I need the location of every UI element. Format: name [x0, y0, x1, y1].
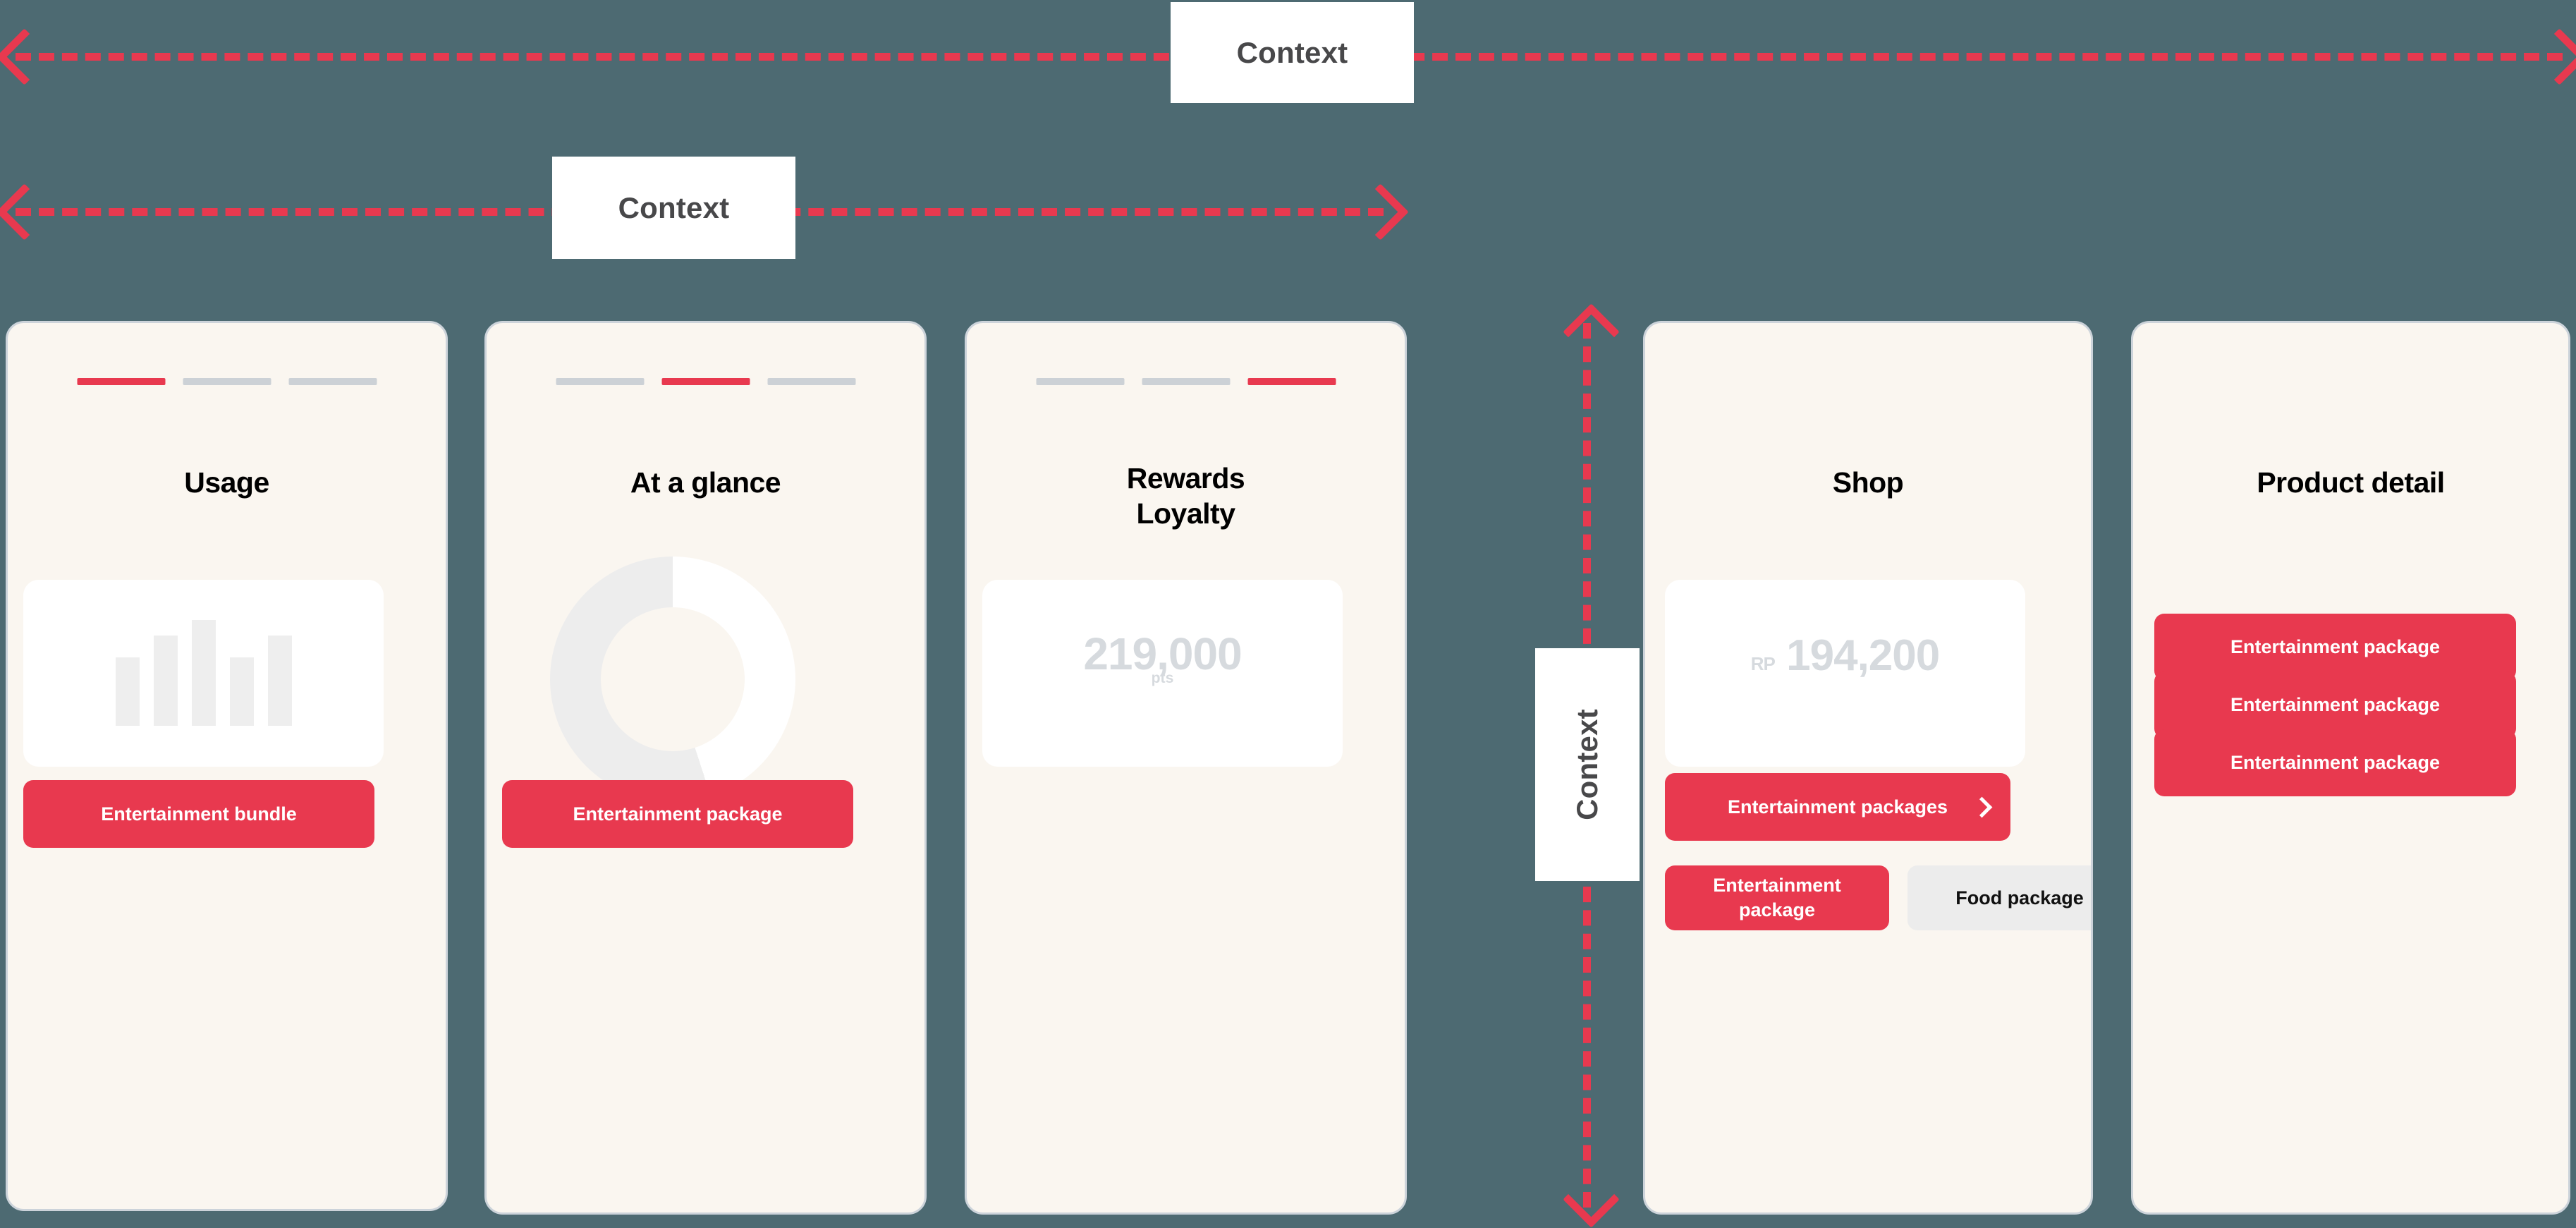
chip-food-package[interactable]: Food package	[1907, 865, 2091, 930]
shop-price-currency: RP	[1750, 653, 1776, 674]
rewards-points-value: 219,000 pts	[982, 628, 1343, 686]
product-item-3[interactable]: Entertainment package	[2154, 729, 2516, 796]
sidebar-item-glance-tab-1[interactable]	[556, 378, 644, 385]
top-arrow-left-head	[0, 28, 53, 85]
page-title: Usage	[184, 466, 269, 499]
usage-tab-indicators	[77, 378, 377, 385]
rewards-points-unit: pts	[1151, 670, 1174, 686]
vertical-context-label-text: Context	[1570, 709, 1604, 820]
product-item-2[interactable]: Entertainment package	[2154, 671, 2516, 738]
mid-context-label-text: Context	[618, 190, 730, 224]
shop-price-number: 194,200	[1786, 631, 1940, 680]
chip-entertainment-package[interactable]: Entertainment package	[1665, 865, 1889, 930]
rewards-balance-panel: 219,000 pts	[982, 580, 1343, 767]
entertainment-packages-label: Entertainment packages	[1727, 796, 1948, 817]
vertical-context-label: Context	[1535, 648, 1640, 881]
card-product-detail[interactable]: Product detail Entertainment package Ent…	[2131, 321, 2570, 1215]
entertainment-packages-button[interactable]: Entertainment packages	[1665, 773, 2010, 841]
bar-2	[153, 636, 178, 726]
shop-price-value: RP 194,200	[1665, 631, 2025, 681]
page-title-line-1: Rewards	[1126, 462, 1245, 494]
card-shop[interactable]: Shop RP 194,200 Entertainment packages E…	[1643, 321, 2093, 1215]
usage-bar-chart	[115, 620, 292, 726]
at-a-glance-donut-chart	[550, 557, 795, 802]
entertainment-package-button[interactable]: Entertainment package	[502, 780, 853, 848]
page-title: Shop	[1832, 466, 1904, 499]
page-title: Product detail	[2257, 466, 2445, 499]
page-title: At a glance	[630, 466, 781, 499]
product-item-1[interactable]: Entertainment package	[2154, 614, 2516, 681]
card-at-a-glance[interactable]: At a glance Entertainment package	[484, 321, 927, 1215]
top-context-label-text: Context	[1236, 35, 1348, 69]
rewards-points-number: 219,000	[1083, 628, 1242, 679]
at-a-glance-tab-indicators	[556, 378, 855, 385]
sidebar-item-rewards-tab-2[interactable]	[1142, 378, 1230, 385]
mid-arrow-right-head	[1352, 183, 1409, 241]
bar-3	[191, 620, 216, 726]
entertainment-bundle-button[interactable]: Entertainment bundle	[23, 780, 374, 848]
sidebar-item-usage-tab-2[interactable]	[183, 378, 271, 385]
chevron-right-icon	[1971, 796, 1993, 817]
bar-5	[267, 636, 292, 726]
vertical-arrow-bottom-head	[1563, 1171, 1620, 1228]
card-usage[interactable]: Usage Entertainment bundle	[6, 321, 448, 1211]
sidebar-item-rewards-tab-1[interactable]	[1036, 378, 1124, 385]
sidebar-item-usage-tab-1[interactable]	[77, 378, 165, 385]
top-context-label: Context	[1171, 2, 1414, 103]
mid-context-label: Context	[552, 157, 795, 259]
sidebar-item-glance-tab-3[interactable]	[767, 378, 855, 385]
shop-price-panel: RP 194,200	[1665, 580, 2025, 767]
sidebar-item-rewards-tab-3[interactable]	[1247, 378, 1336, 385]
page-title-line-2: Loyalty	[1136, 497, 1235, 530]
mid-arrow-left-head	[0, 183, 53, 241]
card-rewards-loyalty[interactable]: Rewards Loyalty 219,000 pts	[965, 321, 1407, 1215]
vertical-arrow-top-head	[1563, 303, 1620, 360]
sidebar-item-usage-tab-3[interactable]	[288, 378, 377, 385]
usage-chart-panel	[23, 580, 384, 767]
sidebar-item-glance-tab-2[interactable]	[661, 378, 750, 385]
bar-1	[115, 657, 140, 726]
rewards-tab-indicators	[1036, 378, 1336, 385]
donut-hole	[601, 607, 745, 751]
bar-4	[229, 657, 254, 726]
top-arrow-right-head	[2531, 28, 2576, 85]
